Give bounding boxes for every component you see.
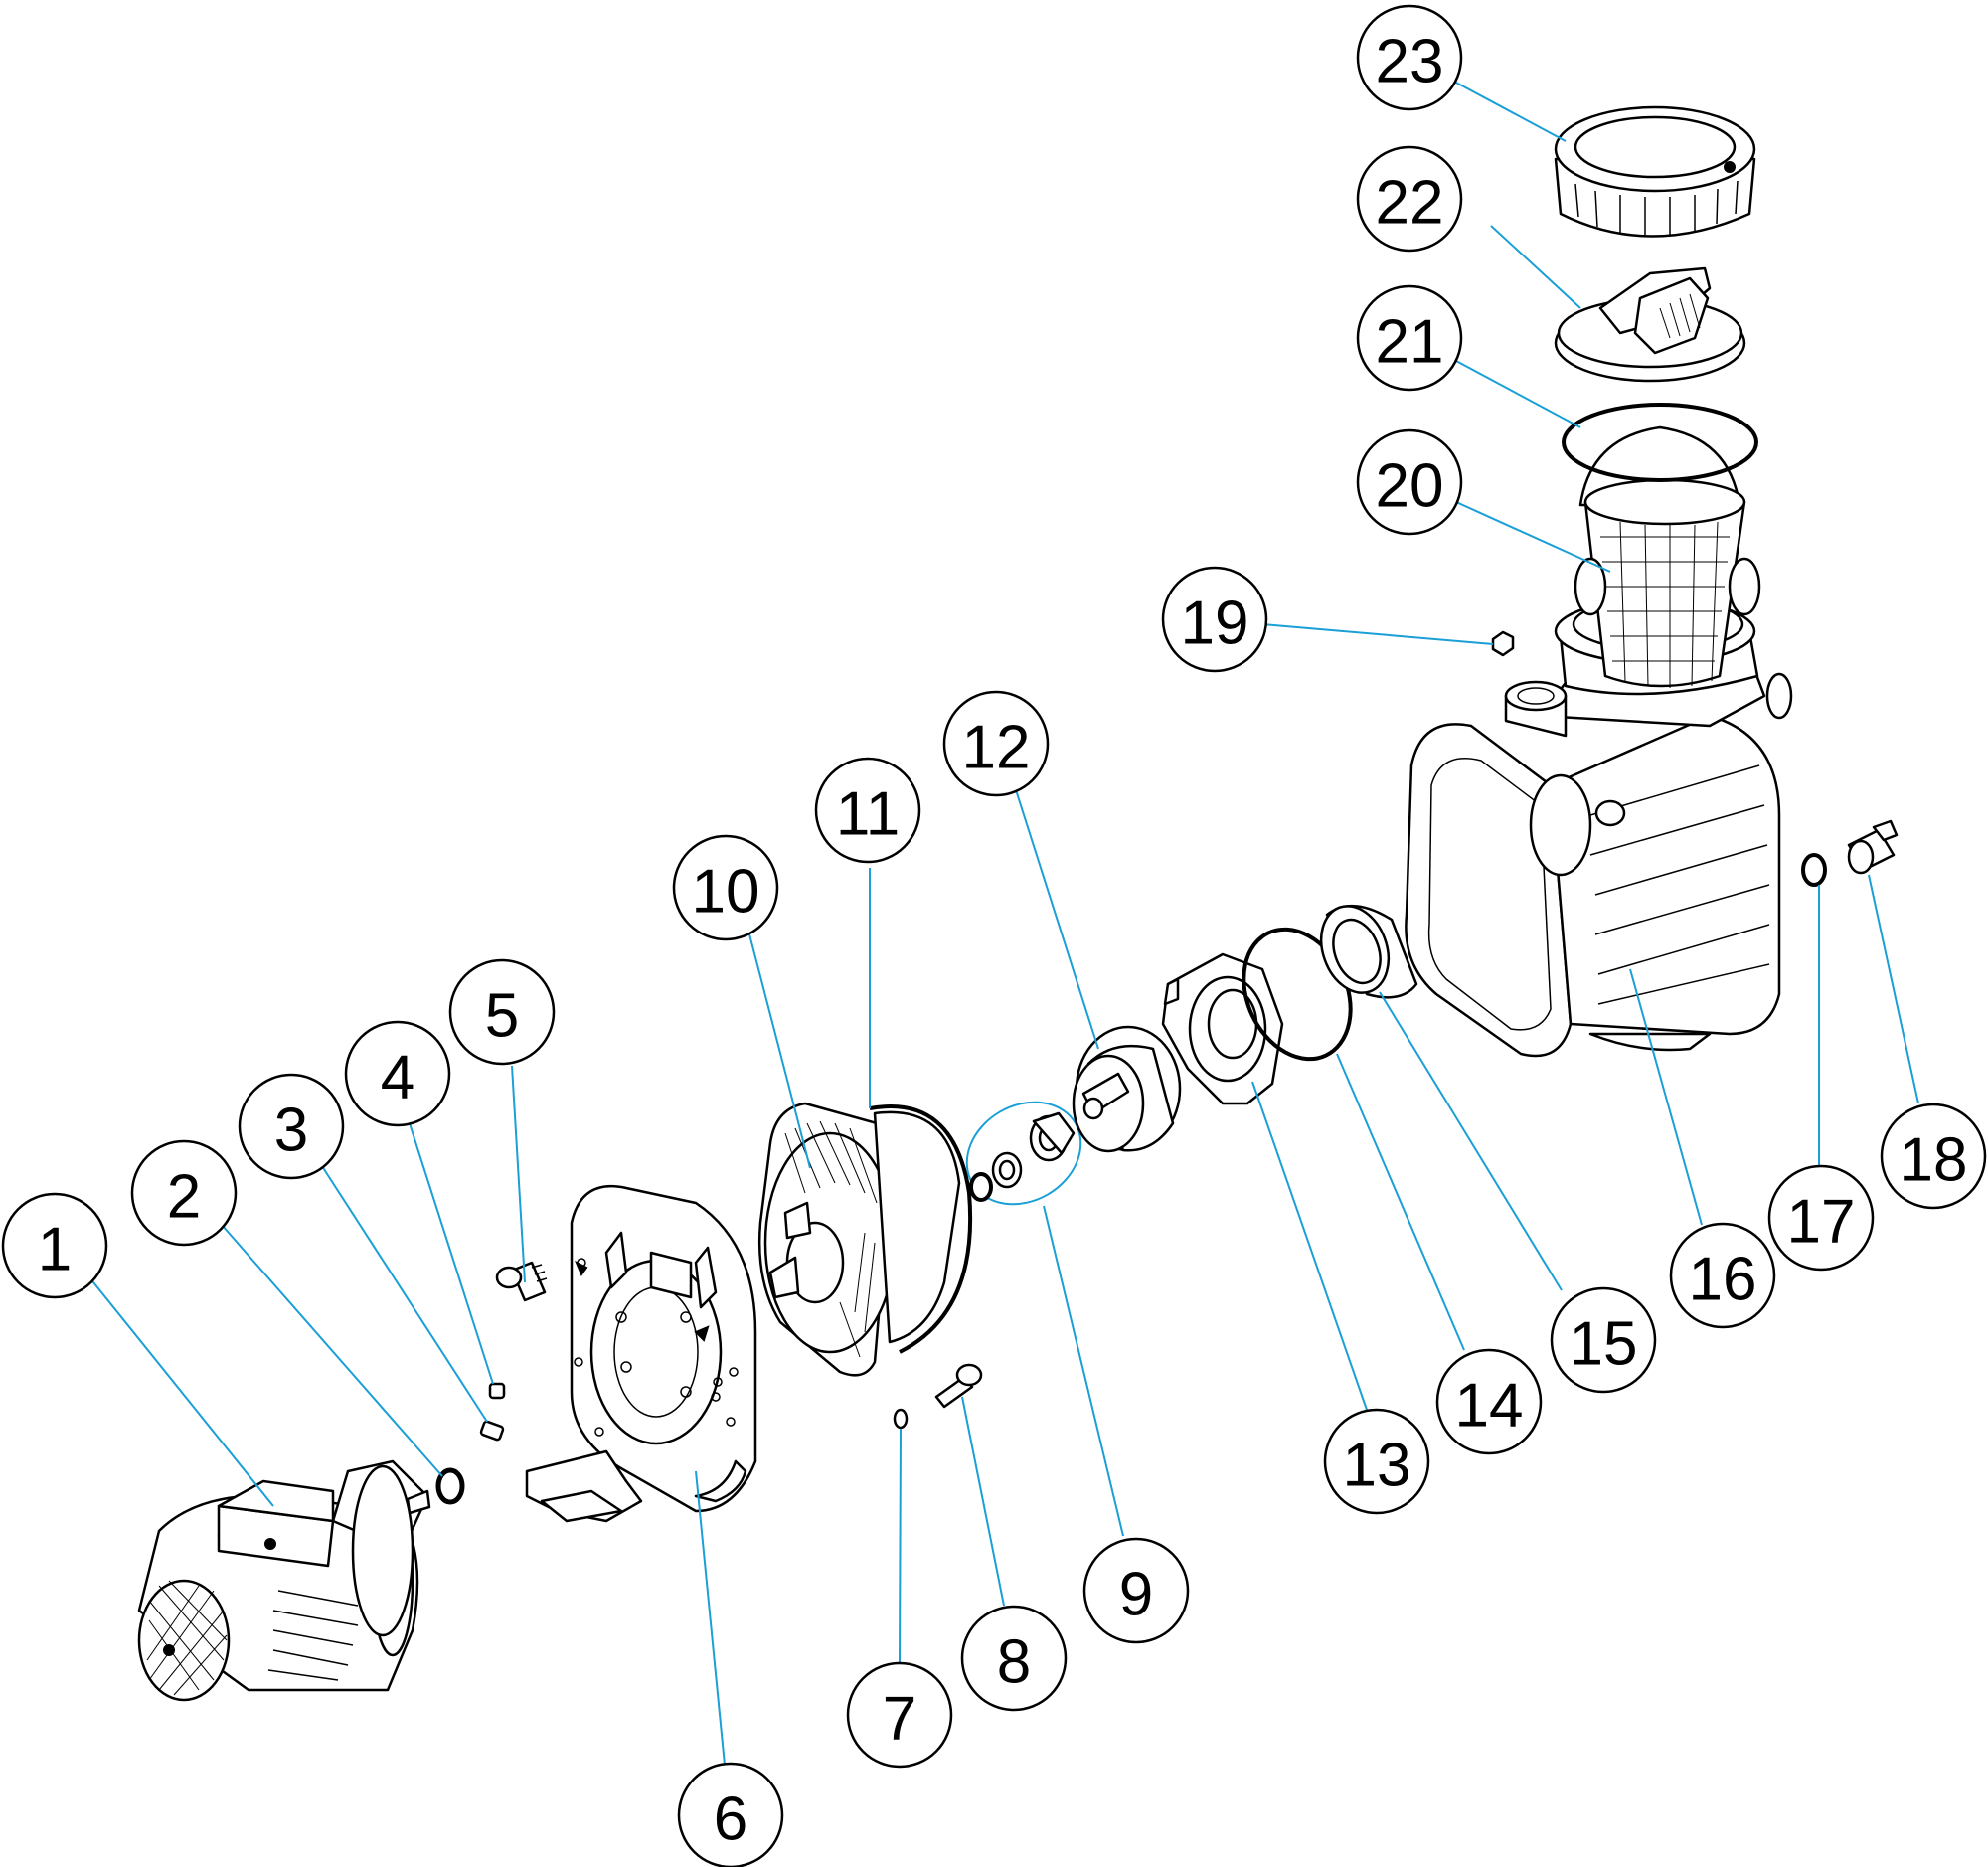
svg-text:11: 11 (836, 780, 900, 849)
leader-9 (1043, 1205, 1124, 1537)
callout-bubbles: 1 2 3 4 5 6 7 8 9 10 11 12 13 14 15 16 1… (1, 4, 1987, 1867)
callout-13: 13 (1323, 1408, 1430, 1515)
svg-text:5: 5 (485, 982, 519, 1051)
svg-text:2: 2 (167, 1163, 201, 1232)
part-20-basket (1574, 425, 1761, 688)
part-3-key (479, 1420, 505, 1442)
part-19-nut (1491, 630, 1515, 657)
leader-16 (1629, 968, 1703, 1226)
leader-19 (1261, 623, 1494, 645)
leader-18 (1868, 874, 1919, 1104)
svg-text:18: 18 (1900, 1126, 1968, 1195)
part-6-bracket (525, 1184, 757, 1523)
part-17-o-ring (1801, 853, 1827, 887)
part-4-key (488, 1382, 506, 1400)
svg-text:3: 3 (274, 1097, 308, 1165)
leader-3 (319, 1162, 488, 1423)
callout-21: 21 (1356, 284, 1463, 392)
part-11-housing-gasket (869, 1104, 973, 1354)
leader-13 (1251, 1081, 1368, 1411)
leader-22 (1490, 225, 1581, 309)
part-1-motor (137, 1459, 431, 1702)
svg-text:15: 15 (1570, 1310, 1638, 1379)
leader-20 (1455, 501, 1611, 573)
leader-10 (747, 930, 811, 1169)
leader-21 (1455, 360, 1581, 428)
part-21-lid-o-ring (1562, 403, 1758, 482)
svg-text:4: 4 (381, 1044, 414, 1112)
callout-22: 22 (1356, 145, 1463, 253)
part-5-screw (495, 1261, 548, 1302)
leader-12 (1011, 776, 1099, 1050)
part-8-screw (934, 1363, 983, 1409)
callout-12: 12 (942, 690, 1050, 797)
leader-4 (409, 1122, 494, 1385)
callout-6: 6 (677, 1762, 784, 1867)
leader-15 (1379, 991, 1563, 1291)
callout-11: 11 (814, 757, 921, 864)
svg-text:7: 7 (883, 1685, 916, 1754)
callout-5: 5 (448, 958, 556, 1066)
callout-23: 23 (1356, 4, 1463, 111)
leader-5 (511, 1065, 526, 1283)
callout-10: 10 (672, 834, 779, 941)
callout-3: 3 (238, 1073, 345, 1180)
callout-19: 19 (1161, 566, 1268, 673)
svg-text:8: 8 (997, 1628, 1031, 1697)
leader-1 (88, 1276, 274, 1507)
svg-text:23: 23 (1376, 28, 1444, 96)
callout-16: 16 (1669, 1222, 1776, 1329)
svg-text:17: 17 (1787, 1188, 1856, 1257)
callout-4: 4 (344, 1020, 451, 1127)
leader-23 (1455, 82, 1567, 142)
part-18-drain-plug (1847, 819, 1899, 875)
svg-text:21: 21 (1376, 308, 1444, 377)
callout-8: 8 (960, 1605, 1068, 1712)
leader-6 (695, 1470, 731, 1816)
leader-7 (899, 1428, 902, 1663)
callout-7: 7 (846, 1661, 953, 1769)
svg-text:1: 1 (38, 1216, 72, 1284)
callout-20: 20 (1356, 428, 1463, 536)
svg-text:9: 9 (1119, 1561, 1153, 1629)
callout-2: 2 (130, 1139, 238, 1247)
svg-text:20: 20 (1376, 452, 1444, 521)
svg-text:10: 10 (692, 858, 760, 927)
leader-14 (1336, 1053, 1465, 1351)
svg-text:16: 16 (1689, 1246, 1757, 1314)
svg-text:6: 6 (714, 1785, 747, 1854)
part-7-washer (893, 1408, 909, 1430)
part-23-locking-ring (1554, 105, 1756, 238)
callout-14: 14 (1435, 1348, 1543, 1455)
callout-9: 9 (1082, 1537, 1190, 1644)
part-16-pump-body (1405, 596, 1793, 1058)
svg-text:14: 14 (1455, 1372, 1524, 1441)
callout-17: 17 (1767, 1164, 1875, 1272)
svg-text:13: 13 (1343, 1432, 1411, 1500)
leader-2 (221, 1224, 443, 1477)
part-15-wear-ring (1319, 904, 1418, 999)
svg-text:19: 19 (1181, 590, 1249, 658)
svg-text:12: 12 (962, 714, 1031, 782)
callout-18: 18 (1880, 1103, 1987, 1210)
callout-15: 15 (1550, 1286, 1657, 1394)
leader-8 (961, 1396, 1005, 1607)
part-10-diffuser (757, 1102, 897, 1377)
leader-lines (88, 82, 1919, 1816)
part-12-impeller (1072, 1025, 1182, 1153)
part-13-diffuser-plate (1161, 952, 1284, 1105)
callout-1: 1 (1, 1192, 108, 1299)
part-22-lid (1554, 266, 1746, 383)
svg-text:22: 22 (1376, 169, 1444, 238)
part-9-mechanical-seal (965, 1101, 1082, 1206)
part-2-o-ring (435, 1467, 465, 1505)
